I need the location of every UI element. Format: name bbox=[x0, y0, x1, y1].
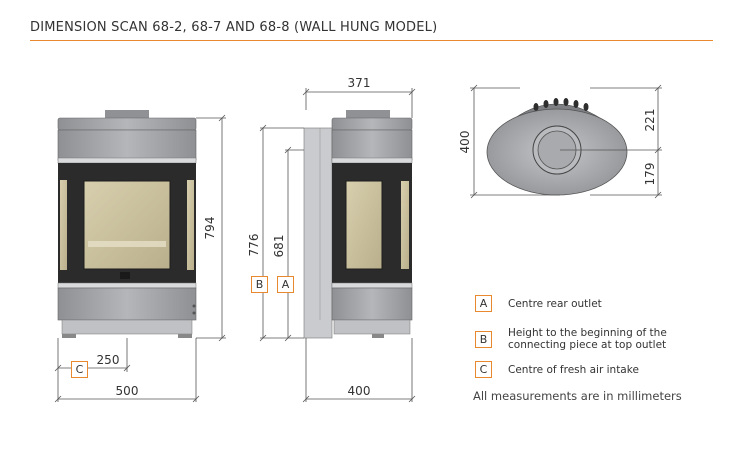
legend-item-a: A Centre rear outlet bbox=[475, 295, 602, 312]
dim-air-intake: 250 bbox=[97, 353, 120, 367]
title-underline bbox=[30, 40, 713, 41]
front-lower-body bbox=[57, 287, 197, 321]
top-view bbox=[486, 98, 628, 196]
dim-front-height: 794 bbox=[203, 217, 217, 240]
front-base bbox=[61, 319, 193, 335]
side-base bbox=[333, 319, 411, 335]
dim-top-depth: 400 bbox=[458, 131, 472, 154]
side-dimensions: 371 400 776 681 bbox=[247, 76, 416, 403]
front-dimensions: 794 500 250 bbox=[54, 114, 226, 403]
side-top-cap bbox=[331, 117, 413, 131]
front-flue-collar bbox=[105, 110, 149, 120]
side-foot bbox=[372, 334, 384, 338]
legend-badge-b: B bbox=[475, 330, 492, 348]
side-upper-body bbox=[331, 129, 413, 161]
front-view bbox=[57, 110, 197, 338]
legend-text-b-line2: connecting piece at top outlet bbox=[508, 339, 667, 351]
side-lower-body bbox=[331, 287, 413, 321]
dim-top-front: 179 bbox=[643, 163, 657, 186]
front-door-handle bbox=[120, 272, 130, 279]
side-rear-glass bbox=[401, 181, 409, 269]
front-upper-body bbox=[57, 129, 197, 161]
legend-text-a: Centre rear outlet bbox=[508, 297, 602, 310]
front-main-glass bbox=[83, 180, 171, 270]
side-flue-collar bbox=[346, 110, 390, 120]
dim-side-depth-top: 371 bbox=[348, 76, 371, 90]
front-right-foot bbox=[178, 334, 192, 338]
dim-front-width: 500 bbox=[116, 384, 139, 398]
legend-badge-a: A bbox=[475, 295, 492, 312]
dim-top-rear: 221 bbox=[643, 109, 657, 132]
legend-badge-c: C bbox=[475, 361, 492, 378]
marker-a: A bbox=[277, 276, 294, 293]
dim-height-b: 776 bbox=[247, 234, 261, 257]
front-fire-grate bbox=[88, 241, 166, 247]
marker-c: C bbox=[71, 361, 88, 378]
side-wall-bracket bbox=[303, 127, 333, 339]
front-right-side-glass bbox=[187, 180, 194, 270]
side-glass bbox=[345, 180, 383, 270]
legend-text-b-line1: Height to the beginning of the bbox=[508, 327, 667, 339]
dim-height-a: 681 bbox=[272, 235, 286, 258]
legend-text-c: Centre of fresh air intake bbox=[508, 363, 639, 376]
front-top-cap bbox=[57, 117, 197, 131]
side-lower-band bbox=[331, 282, 413, 289]
side-view bbox=[303, 110, 413, 339]
front-left-side-glass bbox=[60, 180, 67, 270]
legend-item-c: C Centre of fresh air intake bbox=[475, 361, 639, 378]
dim-side-depth-bottom: 400 bbox=[348, 384, 371, 398]
legend-item-b: B Height to the beginning of the connect… bbox=[475, 327, 667, 351]
top-dimensions: 400 221 179 bbox=[458, 84, 662, 199]
marker-b: B bbox=[251, 276, 268, 293]
front-left-foot bbox=[62, 334, 76, 338]
units-note: All measurements are in millimeters bbox=[473, 389, 682, 403]
front-lower-band bbox=[57, 282, 197, 289]
page-title: DIMENSION SCAN 68-2, 68-7 AND 68-8 (WALL… bbox=[30, 20, 438, 35]
front-upper-band bbox=[57, 157, 197, 164]
legend-text-b: Height to the beginning of the connectin… bbox=[508, 327, 667, 351]
side-upper-band bbox=[331, 157, 413, 164]
